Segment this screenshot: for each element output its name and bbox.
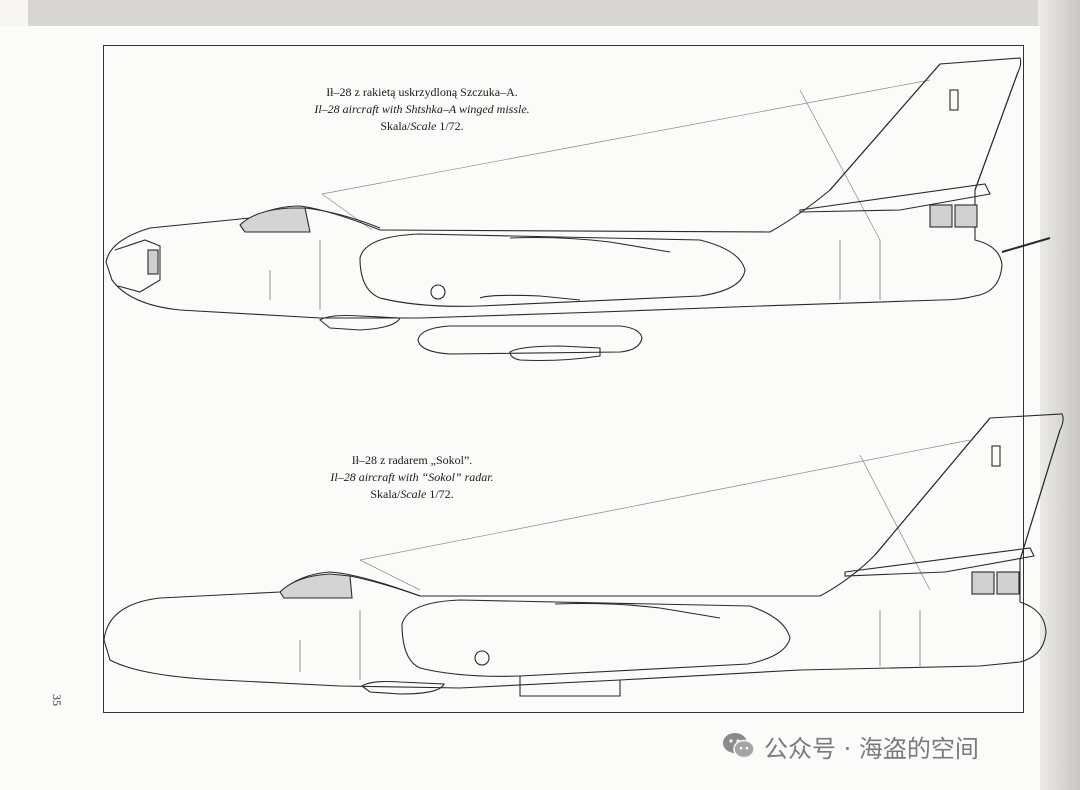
watermark: 公众号 · 海盗的空间 [722,728,979,764]
scale-label-pl: Skala/ [380,119,411,133]
caption-2-scale: Skala/Scale 1/72. [252,486,572,503]
caption-2-polish: Ił–28 z radarem „Sokol”. [351,453,473,467]
wechat-logo-icon [723,733,755,759]
scale-label-pl: Skala/ [370,487,401,501]
scale-value: 1/72. [436,119,464,133]
missile-1 [417,325,643,355]
drawing-1-caption: Ił–28 z rakietą uskrzydloną Szczuka–A. I… [262,84,582,135]
engine-nacelle-1 [359,233,746,307]
aircraft-1-profile [105,57,1051,362]
scale-label-en: Scale [410,119,437,133]
caption-2-english: Il–28 aircraft with “Sokol” radar. [330,470,494,484]
book-spine-shadow [1038,0,1080,790]
caption-1-scale: Skala/Scale 1/72. [262,118,582,135]
scale-label-en: Scale [400,487,427,501]
tail-fin-1 [829,63,1019,191]
fuselage-1 [105,57,1022,319]
aircraft-2-profile [103,413,1064,697]
page-sheet [0,26,1040,790]
fuselage-2 [103,413,1064,689]
canopy-1 [239,207,311,233]
watermark-text: 公众号 · 海盗的空间 [764,734,979,763]
scale-value: 1/72. [426,487,454,501]
caption-1-english: Il–28 aircraft with Shtshka–A winged mis… [314,102,530,116]
page-number: 35 [50,694,64,706]
drawing-2-caption: Ił–28 z radarem „Sokol”. Il–28 aircraft … [252,452,572,503]
caption-1-polish: Ił–28 z rakietą uskrzydloną Szczuka–A. [326,85,518,99]
engine-nacelle-2 [401,599,791,677]
drawing-frame [103,45,1024,713]
tail-fin-2 [874,417,1061,561]
canopy-2 [279,573,353,599]
